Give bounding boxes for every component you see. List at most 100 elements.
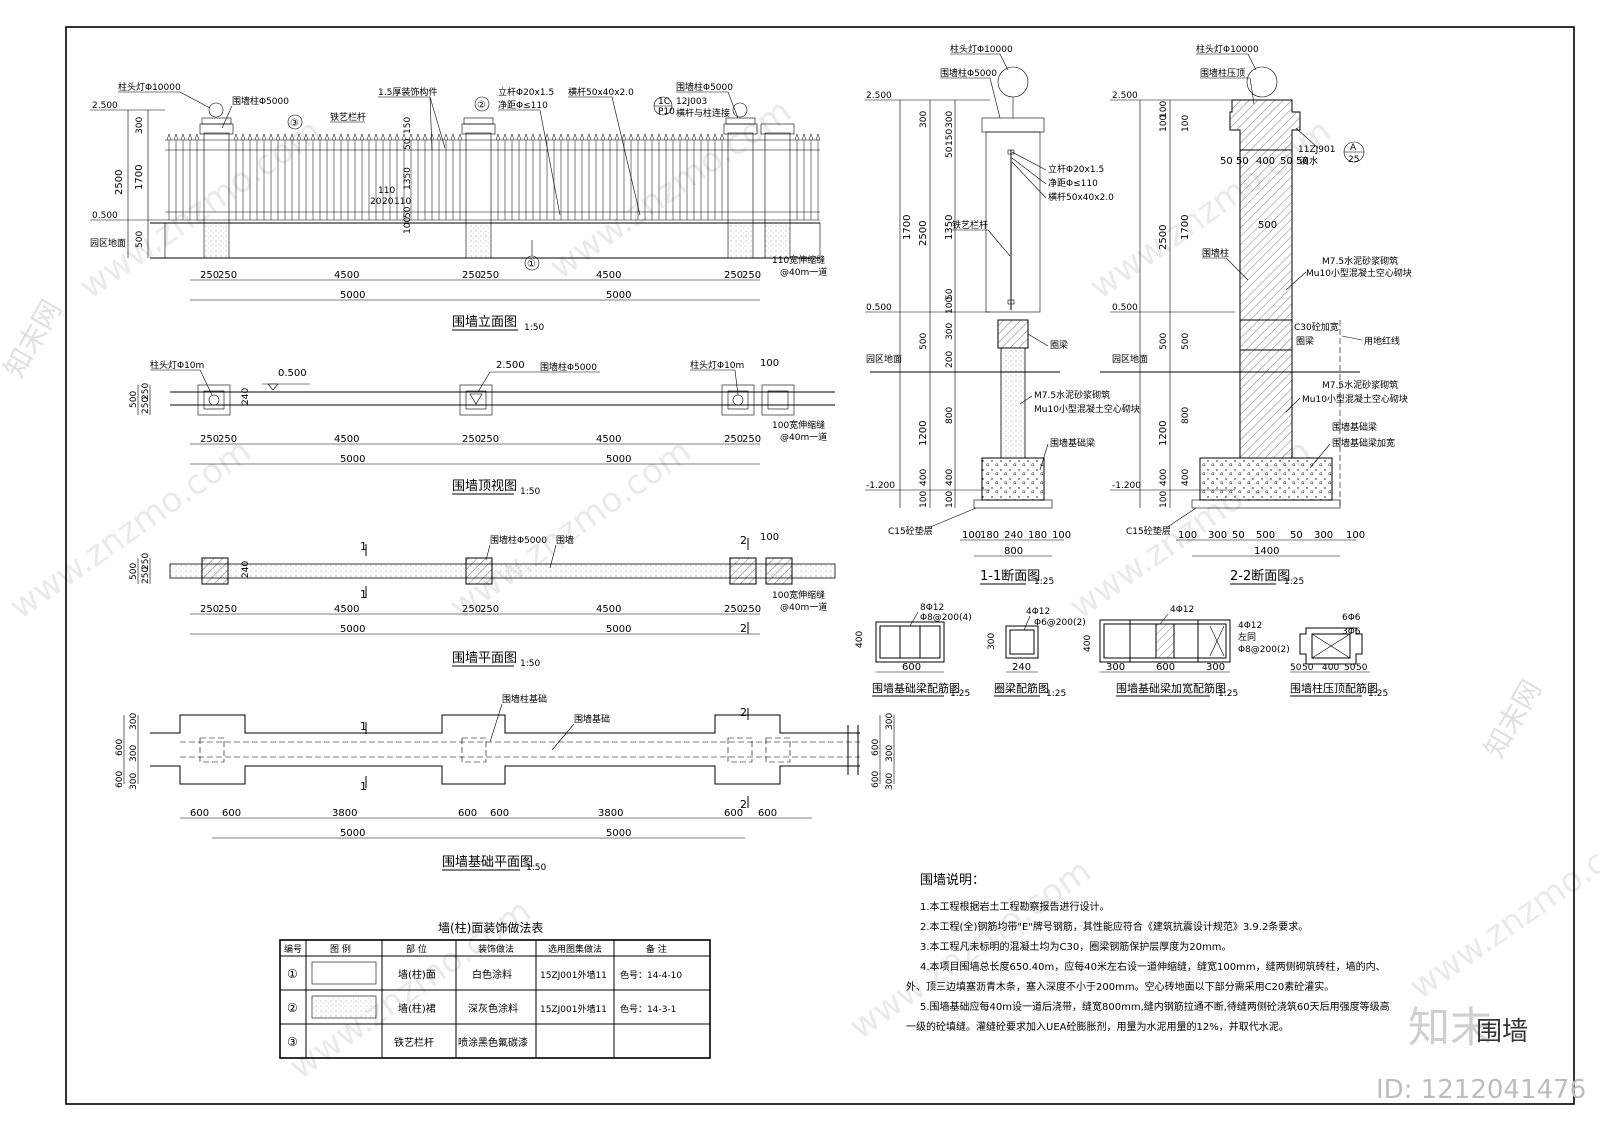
svg-text:50: 50 <box>1296 156 1309 167</box>
elevation-scale: 1:50 <box>524 323 544 333</box>
topview-level1: 0.500 <box>278 368 307 379</box>
svg-text:3800: 3800 <box>332 808 357 819</box>
svg-text:5000: 5000 <box>606 290 631 301</box>
topview-pillar: 围墙柱Φ5000 <box>540 361 597 373</box>
svg-text:600: 600 <box>871 739 881 756</box>
topview-vdim-250b: 250 <box>141 397 151 414</box>
elevation-base-wall <box>164 222 821 259</box>
plan-vdim-500: 500 <box>129 563 139 580</box>
watermark-site-8: www.znzmo.com <box>1402 811 1600 1007</box>
svg-text:5000: 5000 <box>340 624 365 635</box>
elevation-idim-50b: 50 <box>403 206 413 218</box>
svg-text:400: 400 <box>1322 663 1339 673</box>
svg-text:50: 50 <box>1344 663 1356 673</box>
foundation-wf-label: 围墙基础 <box>574 713 610 725</box>
elevation-pillar-3 <box>723 102 758 259</box>
section1-foundation-beam <box>981 457 1045 501</box>
foundation-plan: 围墙柱基础 围墙基础 1 1 2 2 300 600 300 600 300 3… <box>115 693 895 873</box>
svg-text:150: 150 <box>945 129 955 146</box>
plan-vdim-250b: 250 <box>141 567 151 584</box>
elevation-ground-label: 园区地面 <box>90 237 126 249</box>
notes-line-3: 3.本工程凡未标明的混凝土均为C30，圈梁钢筋保护层厚度为20mm。 <box>920 940 1231 953</box>
svg-text:500: 500 <box>1256 530 1275 541</box>
svg-text:600: 600 <box>190 808 209 819</box>
foundation-pf-label: 围墙柱基础 <box>502 693 547 705</box>
section2-vdims-inner: 100 1700 500 800 400 <box>1180 115 1191 486</box>
rebar2-top: 4Φ12 <box>1026 607 1050 617</box>
elevation-vdim-1700: 1700 <box>134 165 145 190</box>
topview-joint2: @40m一道 <box>780 431 827 443</box>
topview-joint: 100宽伸缩缝 <box>772 419 825 431</box>
svg-text:深灰色涂料: 深灰色涂料 <box>468 1002 518 1015</box>
plan-scale: 1:50 <box>520 659 540 669</box>
svg-text:300: 300 <box>1208 530 1227 541</box>
svg-text:300: 300 <box>885 773 895 790</box>
svg-text:50: 50 <box>1220 156 1233 167</box>
section1-ring-beam <box>997 319 1029 349</box>
foundation-sec2-bottom: 2 <box>740 798 747 811</box>
plan-vdim-250a: 250 <box>141 553 151 570</box>
svg-text:250: 250 <box>742 434 761 445</box>
elevation-idim-1350: 1350 <box>403 167 413 190</box>
rebar3-stir: Φ8@200(2) <box>1238 645 1290 655</box>
elevation-cross-label: 横杆50x40x2.0 <box>568 86 634 98</box>
rebar1-h: 400 <box>855 631 865 648</box>
svg-text:500: 500 <box>1258 220 1277 231</box>
topview-lamp2: 柱头灯Φ10m <box>690 359 744 371</box>
plan-vdim-240: 240 <box>241 561 251 578</box>
svg-text:600: 600 <box>115 739 125 756</box>
plan-w100: 100 <box>760 532 779 543</box>
brand-watermark-2: 知末网 <box>1477 674 1548 763</box>
elevation-pillar-2 <box>461 117 496 259</box>
svg-text:600: 600 <box>871 771 881 788</box>
elevation-joint-label: 110宽伸缩缝 <box>772 254 825 266</box>
section2-c30: C30砼加宽 <box>1294 321 1339 333</box>
svg-text:300: 300 <box>129 773 139 790</box>
elevation-rail-label: 铁艺栏杆 <box>330 111 366 123</box>
section2-ref-note: 滴水 <box>1300 155 1318 167</box>
svg-text:色号：14-4-10: 色号：14-4-10 <box>620 969 682 981</box>
rebar2-h: 300 <box>987 633 997 650</box>
table-row-1: ① 墙(柱)面 白色涂料 15ZJ001外墙11 色号：14-4-10 <box>287 967 682 981</box>
svg-text:500: 500 <box>1181 333 1191 350</box>
section1-scale: 1:25 <box>1034 577 1054 587</box>
section2-fbeam2: 围墙基础梁加宽 <box>1332 437 1395 449</box>
svg-text:5000: 5000 <box>340 454 365 465</box>
svg-text:250: 250 <box>480 604 499 615</box>
svg-text:500: 500 <box>919 333 929 350</box>
elevation-idim-20a: 20 <box>370 197 382 207</box>
svg-text:250: 250 <box>462 270 481 281</box>
rebar3-title: 围墙基础梁加宽配筋图 <box>1116 681 1226 695</box>
rebar-detail-2: 4Φ12 Φ6@200(2) 300 240 圈梁配筋图 1:25 <box>987 607 1086 699</box>
elevation-clear-label: 净距Φ≤110 <box>498 99 548 111</box>
svg-text:100: 100 <box>1181 115 1191 132</box>
watermark-site-4: www.znzmo.com <box>442 431 698 627</box>
svg-text:250: 250 <box>218 604 237 615</box>
plan-hdims: 250 250 4500 250 250 4500 250 250 5000 5… <box>200 604 761 635</box>
svg-text:250: 250 <box>742 270 761 281</box>
section2-ref-b: 25 <box>1348 155 1359 165</box>
svg-text:300: 300 <box>885 713 895 730</box>
svg-text:5000: 5000 <box>606 828 631 839</box>
notes-line-5: 外、顶三边填塞沥青木条，塞入深度不小于200mm。空心砖地面以下部分需采用C20… <box>906 980 1334 993</box>
svg-text:180: 180 <box>980 530 999 541</box>
section1-clear: 净距Φ≤110 <box>1048 177 1098 189</box>
svg-text:50: 50 <box>1302 663 1314 673</box>
svg-text:100: 100 <box>1052 530 1071 541</box>
svg-text:600: 600 <box>724 808 743 819</box>
svg-text:400: 400 <box>945 469 955 486</box>
svg-text:1200: 1200 <box>918 421 929 446</box>
svg-text:200: 200 <box>945 351 955 368</box>
svg-text:100: 100 <box>1159 491 1169 508</box>
foundation-title: 围墙基础平面图 <box>442 855 533 870</box>
section2-ref-code: 11ZJ901 <box>1298 145 1335 155</box>
topview-title: 围墙顶视图 <box>452 479 517 494</box>
svg-text:4500: 4500 <box>334 434 359 445</box>
elevation-pillar-1 <box>199 102 234 259</box>
section2-title: 2-2断面图 <box>1230 569 1290 584</box>
svg-text:400: 400 <box>1159 469 1169 486</box>
section2-c30-band <box>1239 319 1293 351</box>
elevation-marker-1: ① <box>527 259 536 270</box>
svg-text:50: 50 <box>1290 663 1302 673</box>
elevation-pillar2-label: 围墙柱Φ5000 <box>676 81 733 93</box>
